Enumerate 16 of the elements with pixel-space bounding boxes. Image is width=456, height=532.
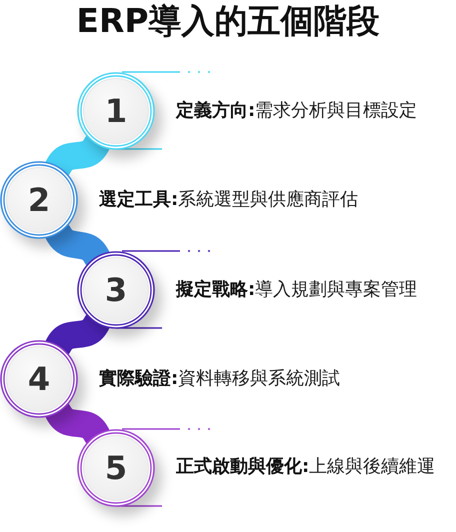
step-circle bbox=[77, 429, 155, 507]
step-circle bbox=[0, 161, 78, 239]
step-label: 實際驗證:資料轉移與系統測試 bbox=[99, 367, 340, 391]
step-number: 4 bbox=[28, 362, 50, 396]
step-label: 擬定戰略:導入規劃與專案管理 bbox=[176, 278, 418, 302]
step-number: 2 bbox=[28, 183, 50, 217]
title: ERP導入的五個階段 bbox=[76, 1, 380, 41]
step-circle bbox=[77, 72, 155, 150]
step-circle bbox=[0, 340, 78, 418]
step-label: 正式啟動與優化:上線與後續維運 bbox=[176, 455, 436, 479]
step-label: 定義方向:需求分析與目標設定 bbox=[176, 99, 418, 123]
step-label: 選定工具:系統選型與供應商評估 bbox=[99, 188, 358, 212]
step-number: 5 bbox=[104, 451, 128, 485]
step-number: 1 bbox=[104, 94, 128, 128]
step-circle bbox=[77, 251, 155, 329]
step-number: 3 bbox=[104, 273, 128, 307]
